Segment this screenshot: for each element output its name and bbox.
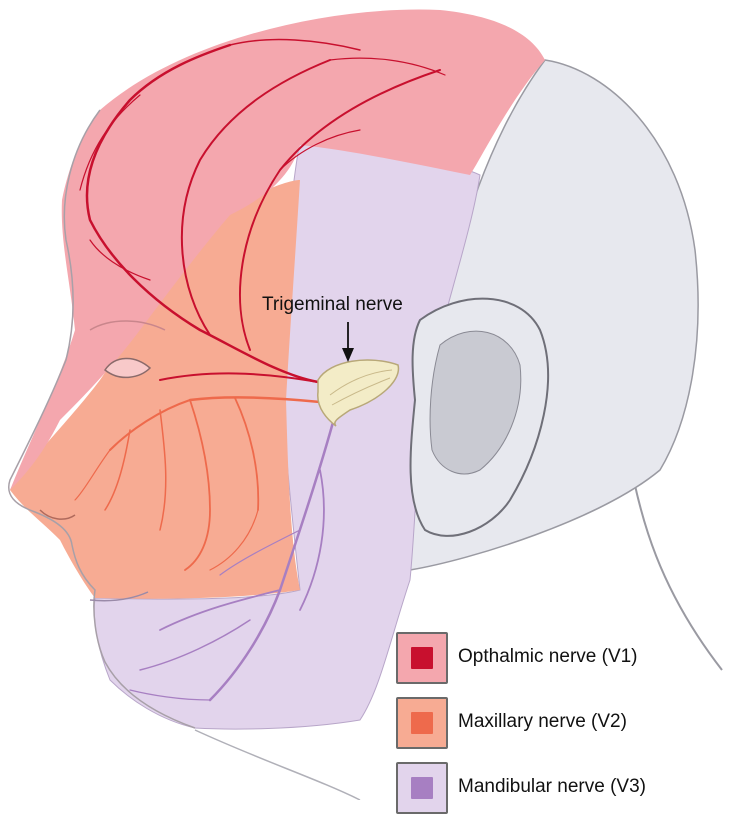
legend-swatch-mandibular [396,762,448,814]
legend-swatch-ophthalmic [396,632,448,684]
legend-label-mandibular: Mandibular nerve (V3) [458,776,646,797]
trigeminal-nerve-callout: Trigeminal nerve [262,294,403,315]
mandibular-nerve-branches [129,413,337,702]
eyebrow [89,320,166,331]
face-outline [8,109,196,729]
maxillary-nerve-branches [74,396,322,571]
head-illustration [8,9,723,800]
ophthalmic-zone [10,9,545,490]
legend: Opthalmic nerve (V1) Maxillary nerve (V2… [396,632,726,827]
eye [103,357,152,379]
legend-item-maxillary: Maxillary nerve (V2) [396,697,726,750]
maxillary-zone [10,180,300,599]
legend-swatch-maxillary [396,697,448,749]
ophthalmic-nerve-branches [79,38,446,384]
ear-inner [429,330,522,475]
trigeminal-ganglion [317,359,400,427]
callout-arrow-head [342,348,354,362]
legend-item-ophthalmic: Opthalmic nerve (V1) [396,632,726,685]
legend-label-maxillary: Maxillary nerve (V2) [458,711,627,732]
neck-line-front [194,729,361,800]
mouth [89,591,149,602]
legend-label-ophthalmic: Opthalmic nerve (V1) [458,646,638,667]
nostril [39,509,76,520]
legend-item-mandibular: Mandibular nerve (V3) [396,762,726,815]
